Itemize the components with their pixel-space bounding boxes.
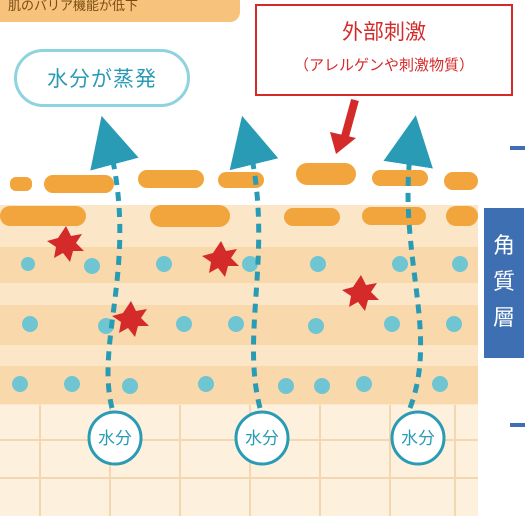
moisture-bubble: 水分 [390, 410, 446, 466]
allergen-particle [47, 226, 84, 262]
svg-text:水分: 水分 [401, 429, 435, 449]
cell-nuclei [12, 256, 468, 394]
evaporation-arrow [229, 115, 279, 409]
evaporation-arrow [383, 115, 433, 409]
layer-label-char: 角 [492, 234, 515, 259]
layer-label-char: 層 [492, 306, 515, 331]
svg-text:水分: 水分 [98, 429, 132, 449]
stimulus-title: 外部刺激 [342, 20, 426, 44]
allergen-particles [47, 226, 379, 337]
top-banner: 肌のバリア機能が低下 [0, 0, 240, 22]
evaporation-label: 水分が蒸発 [14, 49, 190, 107]
layer-label-char: 質 [492, 270, 515, 295]
moisture-bubble: 水分 [234, 410, 290, 466]
moisture-bubble: 水分 [87, 410, 143, 466]
stimulus-arrow-shaft [340, 98, 359, 142]
stimulus-arrow-head [330, 132, 356, 154]
allergen-particle [342, 275, 379, 311]
allergen-particle [202, 241, 239, 277]
allergen-particle [112, 301, 149, 337]
corneocyte-flakes [0, 163, 478, 227]
svg-text:水分: 水分 [245, 429, 279, 449]
evaporation-arrow [90, 115, 139, 409]
stimulus-subtitle: （アレルゲンや刺激物質） [293, 56, 474, 74]
layer-bracket [510, 146, 525, 427]
stratum-corneum-label: 角 質 層 [484, 208, 524, 358]
external-stimulus-box: 外部刺激 （アレルゲンや刺激物質） [255, 4, 513, 96]
evaporation-arrows [90, 115, 433, 409]
